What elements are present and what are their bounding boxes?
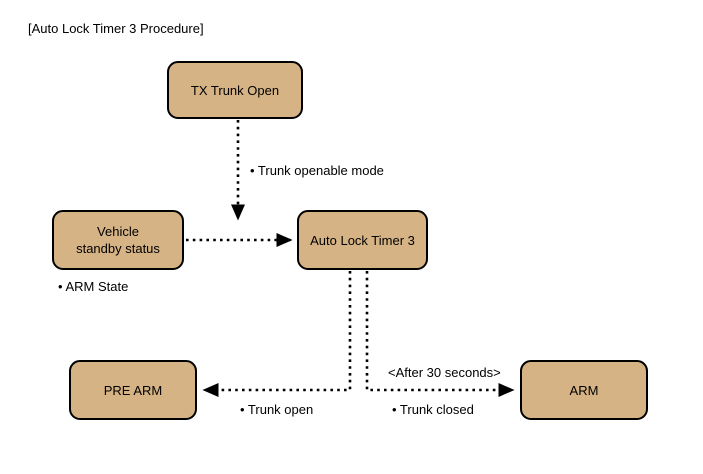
page-title: [Auto Lock Timer 3 Procedure] — [28, 21, 204, 36]
edge-label-trunk-open: • Trunk open — [240, 402, 314, 417]
node-label-arm: ARM — [569, 382, 599, 398]
node-label-pre-arm: PRE ARM — [103, 382, 163, 398]
node-label-auto-lock-timer-3: Auto Lock Timer 3 — [310, 232, 415, 248]
node-label-vehicle-standby-status-line1: Vehicle — [97, 224, 139, 239]
node-label-tx-trunk-open: TX Trunk Open — [190, 82, 280, 98]
node-pre-arm[interactable]: PRE ARM — [69, 360, 197, 420]
edge-label-arm-state: • ARM State — [58, 279, 129, 294]
edge-label-trunk-closed: • Trunk closed — [392, 402, 474, 417]
edge-label-trunk-openable-mode: • Trunk openable mode — [250, 163, 384, 178]
node-vehicle-standby-status[interactable]: Vehicle standby status — [52, 210, 184, 270]
edge-label-after-30-seconds: <After 30 seconds> — [388, 365, 501, 380]
edge-auto-lock-timer-3-to-pre-arm — [202, 271, 352, 398]
node-auto-lock-timer-3[interactable]: Auto Lock Timer 3 — [297, 210, 428, 270]
node-tx-trunk-open[interactable]: TX Trunk Open — [167, 61, 303, 119]
node-arm[interactable]: ARM — [520, 360, 648, 420]
node-label-vehicle-standby-status-line2: standby status — [76, 241, 160, 256]
